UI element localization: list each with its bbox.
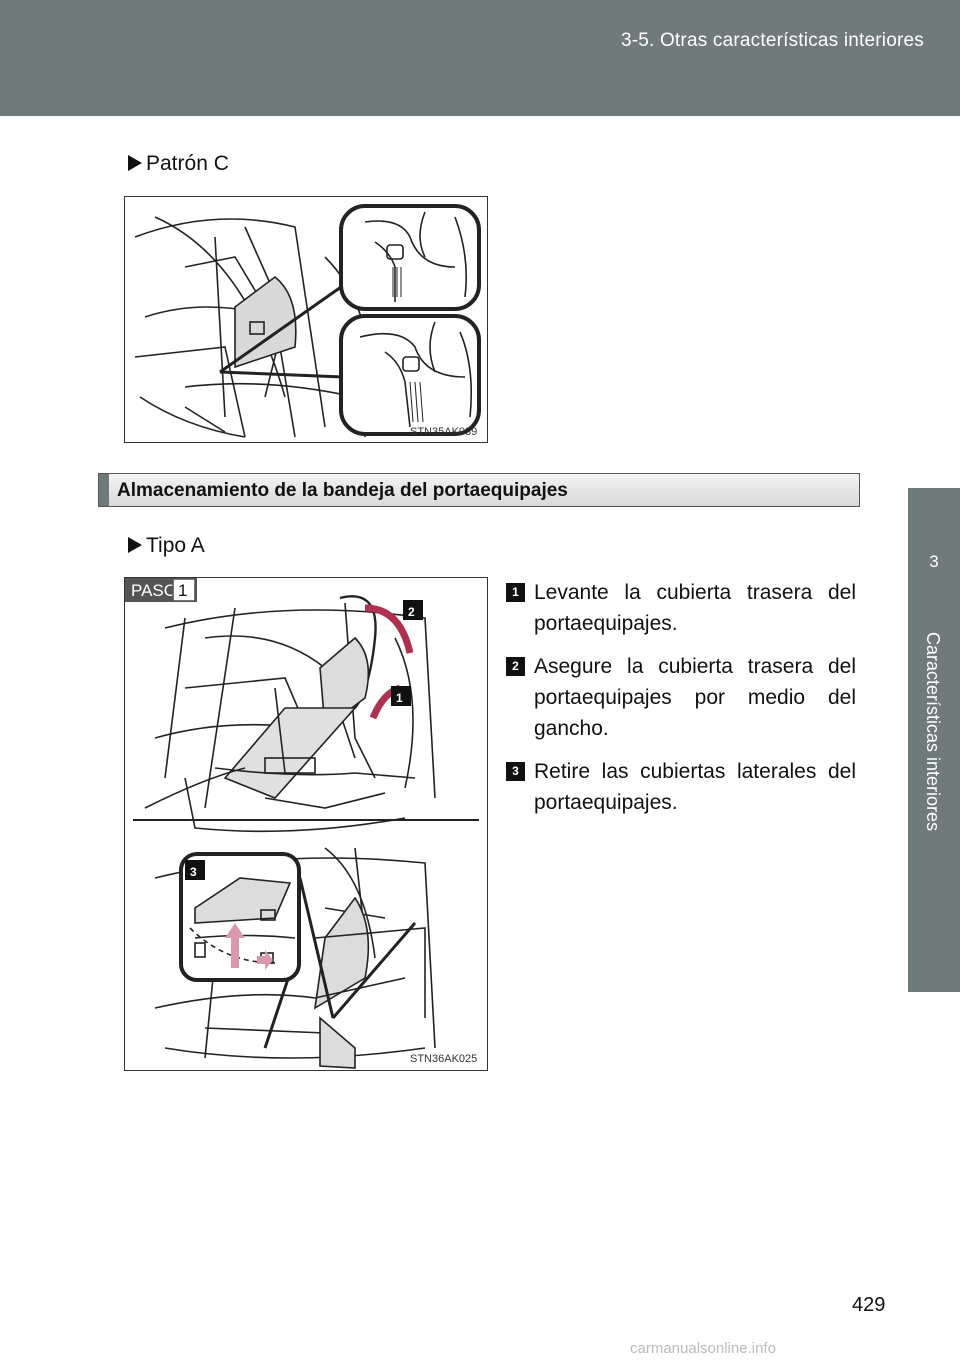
step-number-badge: 2 xyxy=(506,657,525,676)
chapter-number: 3 xyxy=(929,552,939,571)
step-list: 1 Levante la cubierta trasera del portae… xyxy=(506,577,856,830)
type-a-heading: Tipo A xyxy=(128,534,205,558)
triangle-bullet-icon xyxy=(128,537,142,553)
step-text: Retire las cubiertas laterales del porta… xyxy=(534,760,856,814)
step-text: Asegure la cubierta trasera del portaequ… xyxy=(534,655,856,740)
callout-3: 3 xyxy=(190,865,197,879)
pattern-c-illustration: STN35AK039 xyxy=(124,196,488,443)
step-number-badge: 3 xyxy=(506,762,525,781)
chapter-side-tab[interactable]: 3 Características interiores xyxy=(908,488,960,992)
watermark: carmanualsonline.info xyxy=(630,1340,776,1357)
type-a-label: Tipo A xyxy=(146,534,205,557)
step-item: 1 Levante la cubierta trasera del portae… xyxy=(506,577,856,639)
page-header: 3-5. Otras características interiores xyxy=(0,0,960,116)
pattern-c-heading: Patrón C xyxy=(128,152,229,176)
step-item: 3 Retire las cubiertas laterales del por… xyxy=(506,756,856,818)
step-number-badge: 1 xyxy=(506,583,525,602)
step-item: 2 Asegure la cubierta trasera del portae… xyxy=(506,651,856,744)
type-a-illustration: PASO 1 2 1 xyxy=(124,577,488,1071)
page-number: 429 xyxy=(852,1294,886,1316)
breadcrumb: 3-5. Otras características interiores xyxy=(620,30,924,51)
section-heading: Almacenamiento de la bandeja del portaeq… xyxy=(98,473,860,507)
callout-1: 1 xyxy=(396,691,403,705)
step-text: Levante la cubierta trasera del portaequ… xyxy=(534,581,856,635)
chapter-title: Características interiores xyxy=(923,632,943,832)
section-title: Almacenamiento de la bandeja del portaeq… xyxy=(117,480,568,501)
pattern-c-figure-code: STN35AK039 xyxy=(410,426,477,438)
section-heading-bar xyxy=(99,474,109,506)
callout-2: 2 xyxy=(408,605,415,619)
triangle-bullet-icon xyxy=(128,155,142,171)
pattern-c-label: Patrón C xyxy=(146,152,229,175)
paso-number: 1 xyxy=(178,581,187,600)
paso-label: PASO xyxy=(131,581,177,600)
type-a-figure-code: STN36AK025 xyxy=(410,1053,477,1065)
